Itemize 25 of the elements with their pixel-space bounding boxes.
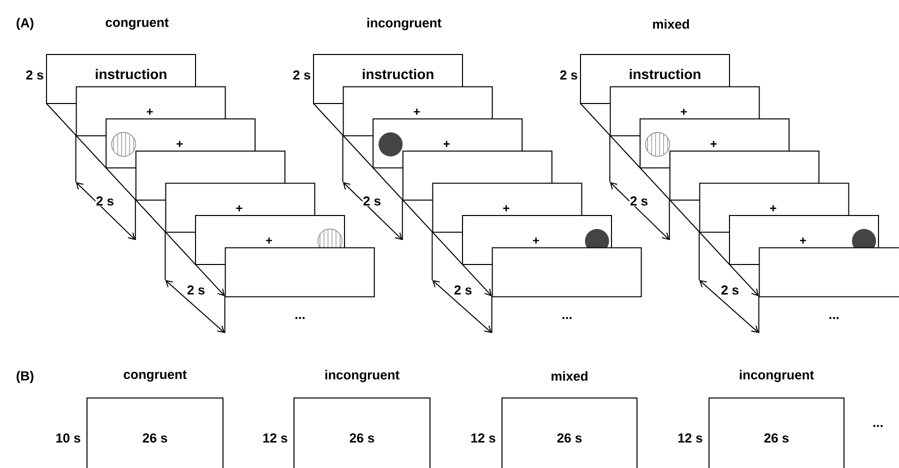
ellipsis: ... xyxy=(829,317,839,319)
block-box: incongruent 26 s xyxy=(708,370,844,468)
condition-heading: incongruent xyxy=(367,18,442,30)
panel-label: (A) xyxy=(16,18,34,30)
panel-label: (B) xyxy=(16,370,34,384)
duration-label: 2 s xyxy=(560,70,578,80)
duration-label: 2 s xyxy=(720,284,740,296)
duration-label: 2 s xyxy=(453,284,473,296)
duration-label: 2 s xyxy=(186,284,206,296)
duration-label: 2 s xyxy=(362,196,382,206)
duration-label: 2 s xyxy=(26,70,44,80)
duration-label: 2 s xyxy=(629,196,649,206)
blank-screen xyxy=(758,247,899,298)
ellipsis: ... xyxy=(873,425,883,427)
condition-heading: congruent xyxy=(106,18,169,30)
blank-screen xyxy=(492,247,642,298)
duration-label: 2 s xyxy=(293,70,310,80)
block-box: congruent 26 s xyxy=(86,370,224,468)
block-box: incongruent 26 s xyxy=(294,370,430,468)
ellipsis: ... xyxy=(295,317,305,319)
block-box: mixed 26 s xyxy=(502,371,638,468)
ellipsis: ... xyxy=(562,317,572,319)
duration-label: 2 s xyxy=(95,196,115,206)
blank-screen xyxy=(224,247,375,298)
condition-heading: mixed xyxy=(653,19,689,29)
